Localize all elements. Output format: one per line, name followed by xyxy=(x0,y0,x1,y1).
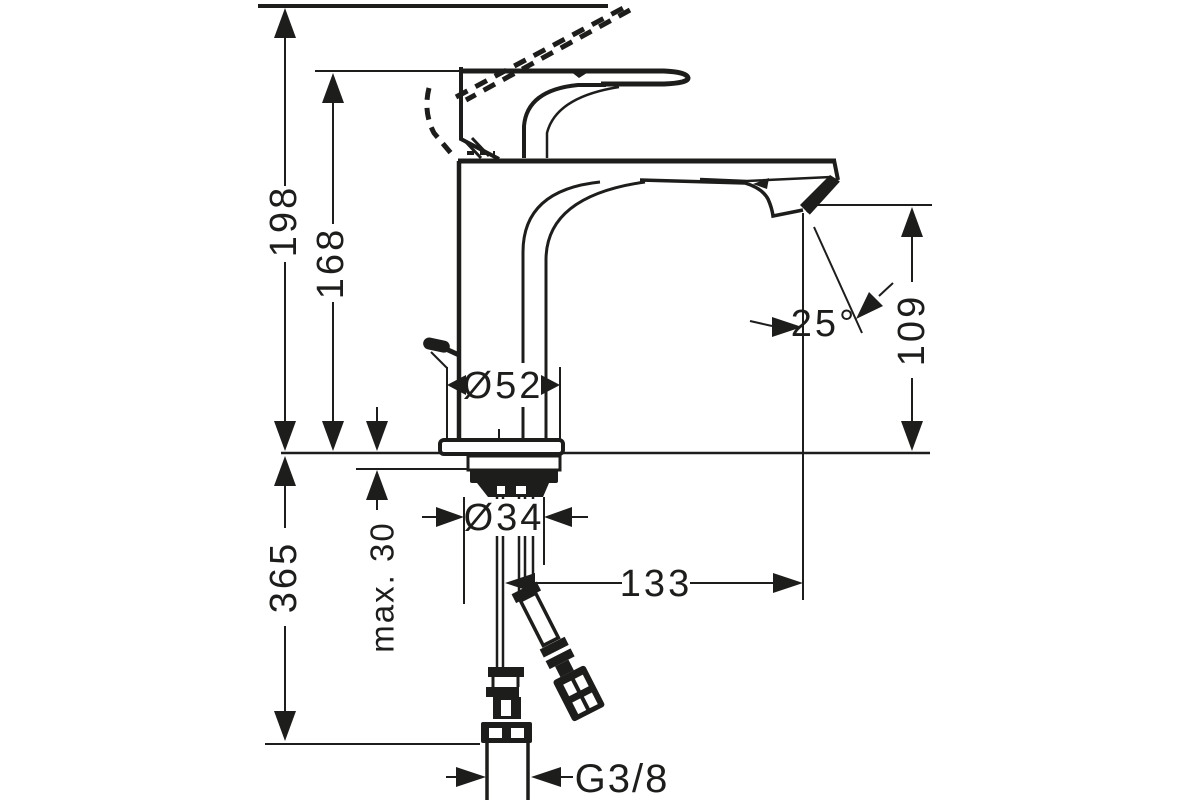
spout-right-edge xyxy=(832,159,840,181)
spout-surface-marker xyxy=(753,178,769,189)
spout-bottom-inner-line xyxy=(699,175,832,183)
dimension-shank-diameter xyxy=(422,507,588,527)
label-supply-thread: G3/8 xyxy=(575,757,670,800)
g38-nut xyxy=(481,722,532,743)
shank-diameter-extensions xyxy=(463,497,545,604)
label-hose-length: 365 xyxy=(263,541,305,613)
mounting-nut xyxy=(477,483,549,497)
dimension-outlet-height xyxy=(901,207,923,451)
dimension-spray-angle xyxy=(749,282,894,337)
supply-pipes xyxy=(495,497,535,667)
lever-surface-marker xyxy=(570,71,590,78)
halo-shank-diameter xyxy=(467,499,541,536)
label-base-diameter: Ø52 xyxy=(463,365,544,407)
riser-outer-curve xyxy=(521,180,601,438)
raised-lever-upper-edge xyxy=(454,3,629,100)
handle-lever-raised-dashed xyxy=(424,3,632,160)
base-and-deck xyxy=(438,438,565,497)
mounting-flange xyxy=(466,454,562,472)
dimension-168 xyxy=(322,73,344,451)
outlet-face xyxy=(806,178,840,215)
popup-rod-knob xyxy=(423,337,461,369)
handle-lever-solid xyxy=(459,67,691,161)
label-max-deck-thickness: max. 30 xyxy=(364,521,401,652)
flange-ring xyxy=(470,470,558,483)
dimension-spout-reach xyxy=(505,573,803,593)
riser-inner-curve xyxy=(544,180,646,438)
dimension-lines xyxy=(274,8,923,787)
lever-outline xyxy=(461,68,691,87)
spout xyxy=(639,159,840,219)
extension-lines xyxy=(258,4,932,745)
faucet-outline xyxy=(423,3,840,800)
lever-neck-outer xyxy=(522,83,606,158)
dimension-base-diameter xyxy=(447,375,560,395)
spray-angle-line xyxy=(813,226,863,334)
lever-neck-inner xyxy=(545,85,620,158)
base-plate xyxy=(438,438,565,456)
aerator xyxy=(800,175,838,213)
body-column xyxy=(423,161,646,442)
label-shank-diameter: Ø34 xyxy=(464,497,545,539)
dimension-198 xyxy=(274,8,296,451)
hose-end-fitting xyxy=(553,665,605,722)
g38-tail-pipe xyxy=(485,743,530,800)
raised-lever-back-edge xyxy=(424,87,457,160)
spout-underside xyxy=(639,178,804,219)
dimension-max-deck xyxy=(366,407,388,510)
raised-lever-lower-edge xyxy=(464,7,632,103)
label-lever-height: 168 xyxy=(310,227,352,299)
label-overall-height: 198 xyxy=(263,185,305,257)
hose-straight xyxy=(481,667,532,800)
dimension-labels: 198 168 365 max. 30 Ø52 Ø34 133 109 25° … xyxy=(263,185,933,800)
dimension-365 xyxy=(274,456,296,741)
halo-base-diameter xyxy=(466,363,541,407)
dimension-supply-thread xyxy=(446,767,573,787)
label-spout-reach: 133 xyxy=(620,563,692,605)
label-outlet-height: 109 xyxy=(891,294,933,366)
label-outlet-angle: 25° xyxy=(791,303,857,345)
hose-angled xyxy=(511,581,605,722)
base-diameter-extensions xyxy=(446,367,561,441)
supply-hoses xyxy=(481,497,605,800)
